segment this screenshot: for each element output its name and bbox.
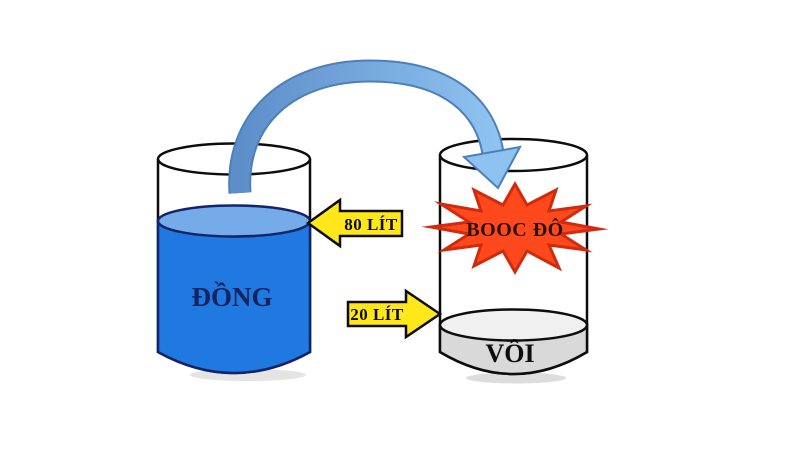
right-arrow-icon bbox=[346, 288, 443, 340]
burst-badge: BOOC ĐÔ bbox=[421, 180, 609, 276]
burst-shape bbox=[421, 180, 609, 276]
flow-arrowhead-icon bbox=[461, 145, 522, 190]
left-arrow-icon bbox=[305, 197, 404, 249]
right-container-liquid-surface bbox=[438, 308, 589, 342]
right-amount-label: 20 LÍT bbox=[350, 305, 404, 324]
left-container-liquid-surface bbox=[156, 204, 312, 238]
amount-arrow-20-lit: 20 LÍT bbox=[346, 288, 443, 340]
right-container-label: VÔI bbox=[485, 339, 534, 368]
burst-label: BOOC ĐÔ bbox=[466, 217, 563, 241]
left-amount-label: 80 LÍT bbox=[344, 215, 398, 234]
flow-arrow-shaft bbox=[230, 61, 503, 194]
amount-arrow-80-lit: 80 LÍT bbox=[305, 197, 404, 249]
left-container: ĐỒNG bbox=[156, 142, 312, 375]
flow-arrow-icon bbox=[228, 59, 522, 194]
right-container-shadow bbox=[466, 372, 566, 384]
left-container-label: ĐỒNG bbox=[192, 281, 273, 312]
